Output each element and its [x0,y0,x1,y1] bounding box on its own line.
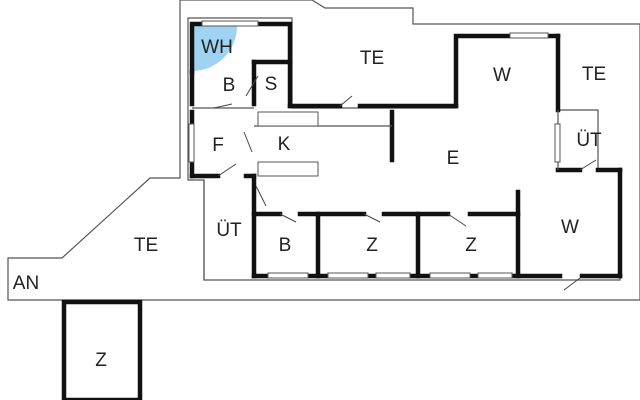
site-outline [7,0,640,301]
room-label-f: F [212,135,224,156]
room-label-w-top: W [493,65,511,86]
room-label-te-right: TE [582,64,606,85]
shower-accent [192,26,237,71]
windows [188,20,561,279]
annex-building [61,299,143,400]
room-label-k: K [278,134,291,155]
room-label-z-mid-1: Z [366,235,378,256]
room-label-ut-left: ÜT [216,220,242,241]
room-label-w-right: W [561,217,579,238]
room-label-z-mid-2: Z [465,235,477,256]
doors [213,75,597,291]
room-label-te-top: TE [360,48,384,69]
room-label-b-upper: B [223,75,236,96]
room-label-wh: WH [201,37,233,58]
room-label-b-lower: B [279,235,292,256]
room-label-s: S [265,74,278,95]
room-label-ut-right: ÜT [576,130,602,151]
room-label-z-annex: Z [95,350,107,371]
room-label-an: AN [13,273,39,294]
room-label-te-left: TE [134,235,158,256]
room-labels: WH B S TE W TE F K ÜT E ÜT B Z Z W TE AN… [13,37,606,371]
room-label-e: E [447,148,460,169]
